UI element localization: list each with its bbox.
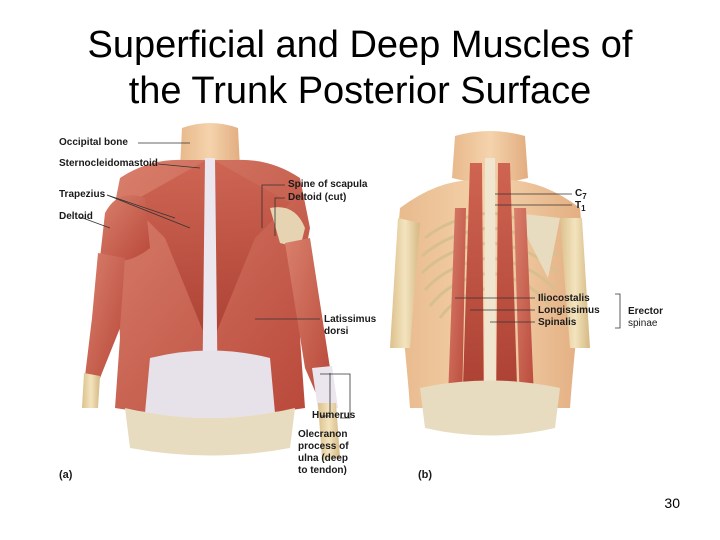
label-humerus: Humerus [312,410,356,421]
label-trapezius: Trapezius [59,189,106,200]
label-olecranon-4: to tendon) [298,465,347,476]
erector-left-outer [448,208,466,408]
neck-a [180,123,240,172]
slide-title: Superficial and Deep Muscles of the Trun… [40,22,680,114]
label-iliocostalis: Iliocostalis [538,293,590,304]
label-erector-2: spinae [628,318,658,329]
label-olecranon-2: process of [298,441,349,452]
title-line-1: Superficial and Deep Muscles of [87,24,633,66]
label-spine-of-scapula: Spine of scapula [288,179,368,190]
label-c7: C7 [575,188,587,201]
anatomy-illustration [79,123,621,460]
slide-number: 30 [664,495,680,511]
erector-left-inner [462,163,484,418]
erector-right-inner [496,163,518,418]
leader-lines-b [455,193,621,329]
left-arm-b [390,218,420,348]
label-t1: T1 [575,200,586,213]
label-longissimus: Longissimus [538,305,600,316]
right-arm-b [560,218,590,348]
label-latissimus-1: Latissimus [324,314,377,325]
left-arm-a [85,253,125,378]
label-deltoid-cut: Deltoid (cut) [288,192,347,203]
scapula-right [270,207,305,248]
panel-label-b: (b) [418,469,433,481]
label-olecranon-1: Olecranon [298,429,348,440]
label-latissimus-2: dorsi [324,326,349,337]
right-forearm-a [318,403,340,460]
pelvis-a [125,408,295,456]
label-occipital-bone: Occipital bone [59,137,128,148]
right-arm-a [285,238,330,398]
label-spinalis: Spinalis [538,317,577,328]
label-sternocleidomastoid: Sternocleidomastoid [59,158,158,169]
olecranon-tendon [312,366,338,410]
label-deltoid: Deltoid [59,211,93,222]
leader-lines-a [79,142,351,419]
thoracolumbar-fascia [145,350,275,418]
figure-b-body [390,131,590,436]
left-forearm-a [82,373,100,408]
title-line-2: the Trunk Posterior Surface [128,70,592,112]
figure-a-body [82,123,340,460]
panel-label-a: (a) [59,469,73,481]
pelvis-b [420,380,560,436]
label-olecranon-3: ulna (deep [298,453,349,464]
deltoid-left [100,195,150,262]
erector-right-outer [514,208,534,408]
anatomy-figure: Occipital bone Sternocleidomastoid Trape… [0,118,720,498]
label-erector-1: Erector [628,306,664,317]
vertebral-column [484,158,496,418]
